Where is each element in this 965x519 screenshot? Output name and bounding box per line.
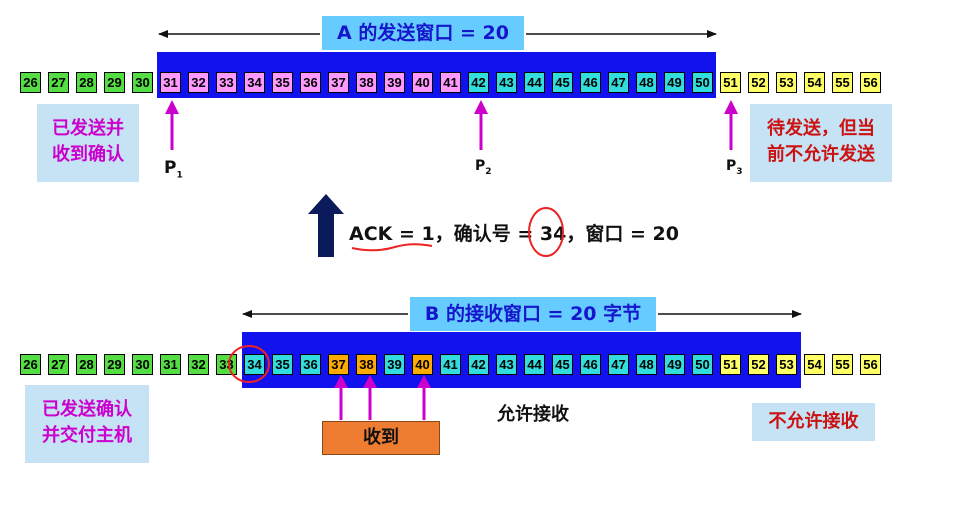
sender-byte-46: 46 bbox=[580, 72, 601, 93]
pointer-p1-label: P1 bbox=[164, 158, 183, 180]
pointer-p3-arrow bbox=[724, 100, 738, 150]
sender-byte-55: 55 bbox=[832, 72, 853, 93]
sender-window-title: A 的发送窗口 = 20 bbox=[322, 16, 524, 50]
pointer-p3-name: P bbox=[726, 158, 737, 174]
sender-byte-39: 39 bbox=[384, 72, 405, 93]
sender-byte-29: 29 bbox=[104, 72, 125, 93]
sender-byte-45: 45 bbox=[552, 72, 573, 93]
sender-byte-36: 36 bbox=[300, 72, 321, 93]
sender-byte-52: 52 bbox=[748, 72, 769, 93]
ack-underline-annotation bbox=[351, 243, 433, 252]
sender-byte-54: 54 bbox=[804, 72, 825, 93]
receiver-byte-42: 42 bbox=[468, 354, 489, 375]
receiver-byte-36: 36 bbox=[300, 354, 321, 375]
sender-byte-56: 56 bbox=[860, 72, 881, 93]
receiver-not-allowed-note: 不允许接收 bbox=[752, 403, 875, 441]
receiver-byte-49: 49 bbox=[664, 354, 685, 375]
receiver-byte-51: 51 bbox=[720, 354, 741, 375]
sender-byte-38: 38 bbox=[356, 72, 377, 93]
receiver-delivered-note-line1: 已发送确认 bbox=[42, 399, 132, 420]
received-arrow-37 bbox=[334, 375, 348, 420]
sender-byte-35: 35 bbox=[272, 72, 293, 93]
sender-byte-32: 32 bbox=[188, 72, 209, 93]
receiver-34-circle-annotation bbox=[228, 345, 270, 383]
receiver-byte-41: 41 bbox=[440, 354, 461, 375]
receiver-window-title: B 的接收窗口 = 20 字节 bbox=[410, 297, 656, 331]
receiver-byte-31: 31 bbox=[160, 354, 181, 375]
receiver-delivered-note: 已发送确认 并交付主机 bbox=[25, 385, 149, 463]
receiver-byte-47: 47 bbox=[608, 354, 629, 375]
sender-byte-40: 40 bbox=[412, 72, 433, 93]
receiver-allow-label: 允许接收 bbox=[497, 404, 569, 425]
pointer-p2-name: P bbox=[475, 158, 486, 174]
sender-byte-44: 44 bbox=[524, 72, 545, 93]
received-arrow-38 bbox=[363, 375, 377, 420]
receiver-byte-48: 48 bbox=[636, 354, 657, 375]
receiver-byte-52: 52 bbox=[748, 354, 769, 375]
received-box: 收到 bbox=[322, 421, 440, 455]
receiver-byte-35: 35 bbox=[272, 354, 293, 375]
pointer-p1-arrow bbox=[165, 100, 179, 150]
receiver-byte-28: 28 bbox=[76, 354, 97, 375]
pointer-p3-label: P3 bbox=[726, 158, 743, 177]
ack-segment-text: ACK = 1，确认号 = 34，窗口 = 20 bbox=[349, 223, 679, 245]
sender-byte-41: 41 bbox=[440, 72, 461, 93]
sender-not-allowed-note: 待发送，但当 前不允许发送 bbox=[750, 104, 892, 182]
sender-byte-30: 30 bbox=[132, 72, 153, 93]
pointer-p1-name: P bbox=[164, 158, 177, 178]
sender-acked-note: 已发送并 收到确认 bbox=[37, 104, 139, 182]
sender-byte-27: 27 bbox=[48, 72, 69, 93]
sender-byte-28: 28 bbox=[76, 72, 97, 93]
receiver-byte-44: 44 bbox=[524, 354, 545, 375]
sender-byte-43: 43 bbox=[496, 72, 517, 93]
sender-byte-34: 34 bbox=[244, 72, 265, 93]
sender-byte-37: 37 bbox=[328, 72, 349, 93]
sender-byte-47: 47 bbox=[608, 72, 629, 93]
receiver-byte-27: 27 bbox=[48, 354, 69, 375]
receiver-byte-46: 46 bbox=[580, 354, 601, 375]
receiver-byte-39: 39 bbox=[384, 354, 405, 375]
receiver-byte-37: 37 bbox=[328, 354, 349, 375]
receiver-byte-30: 30 bbox=[132, 354, 153, 375]
receiver-byte-45: 45 bbox=[552, 354, 573, 375]
sender-acked-note-line1: 已发送并 bbox=[52, 118, 124, 139]
receiver-byte-53: 53 bbox=[776, 354, 797, 375]
receiver-byte-56: 56 bbox=[860, 354, 881, 375]
sender-byte-42: 42 bbox=[468, 72, 489, 93]
pointer-p2-label: P2 bbox=[475, 158, 492, 177]
sender-not-allowed-note-line1: 待发送，但当 bbox=[767, 118, 875, 139]
receiver-byte-26: 26 bbox=[20, 354, 41, 375]
sender-not-allowed-note-line2: 前不允许发送 bbox=[767, 144, 875, 165]
pointer-p2-sub: 2 bbox=[485, 166, 492, 177]
sender-byte-48: 48 bbox=[636, 72, 657, 93]
pointer-p2-arrow bbox=[474, 100, 488, 150]
receiver-byte-40: 40 bbox=[412, 354, 433, 375]
receiver-byte-32: 32 bbox=[188, 354, 209, 375]
sender-byte-26: 26 bbox=[20, 72, 41, 93]
pointer-p1-sub: 1 bbox=[176, 170, 183, 181]
received-arrow-40 bbox=[417, 375, 431, 420]
receiver-byte-54: 54 bbox=[804, 354, 825, 375]
ack-number-circle-annotation bbox=[528, 207, 564, 257]
sender-acked-note-line2: 收到确认 bbox=[52, 144, 124, 165]
sender-byte-51: 51 bbox=[720, 72, 741, 93]
receiver-byte-34: 34 bbox=[244, 354, 265, 375]
sender-byte-33: 33 bbox=[216, 72, 237, 93]
receiver-byte-38: 38 bbox=[356, 354, 377, 375]
ack-arrow bbox=[308, 194, 344, 257]
receiver-byte-50: 50 bbox=[692, 354, 713, 375]
receiver-byte-43: 43 bbox=[496, 354, 517, 375]
sender-byte-31: 31 bbox=[160, 72, 181, 93]
sender-byte-49: 49 bbox=[664, 72, 685, 93]
receiver-delivered-note-line2: 并交付主机 bbox=[42, 425, 132, 446]
receiver-byte-55: 55 bbox=[832, 354, 853, 375]
sender-byte-50: 50 bbox=[692, 72, 713, 93]
sender-byte-53: 53 bbox=[776, 72, 797, 93]
pointer-p3-sub: 3 bbox=[736, 166, 743, 177]
receiver-byte-29: 29 bbox=[104, 354, 125, 375]
